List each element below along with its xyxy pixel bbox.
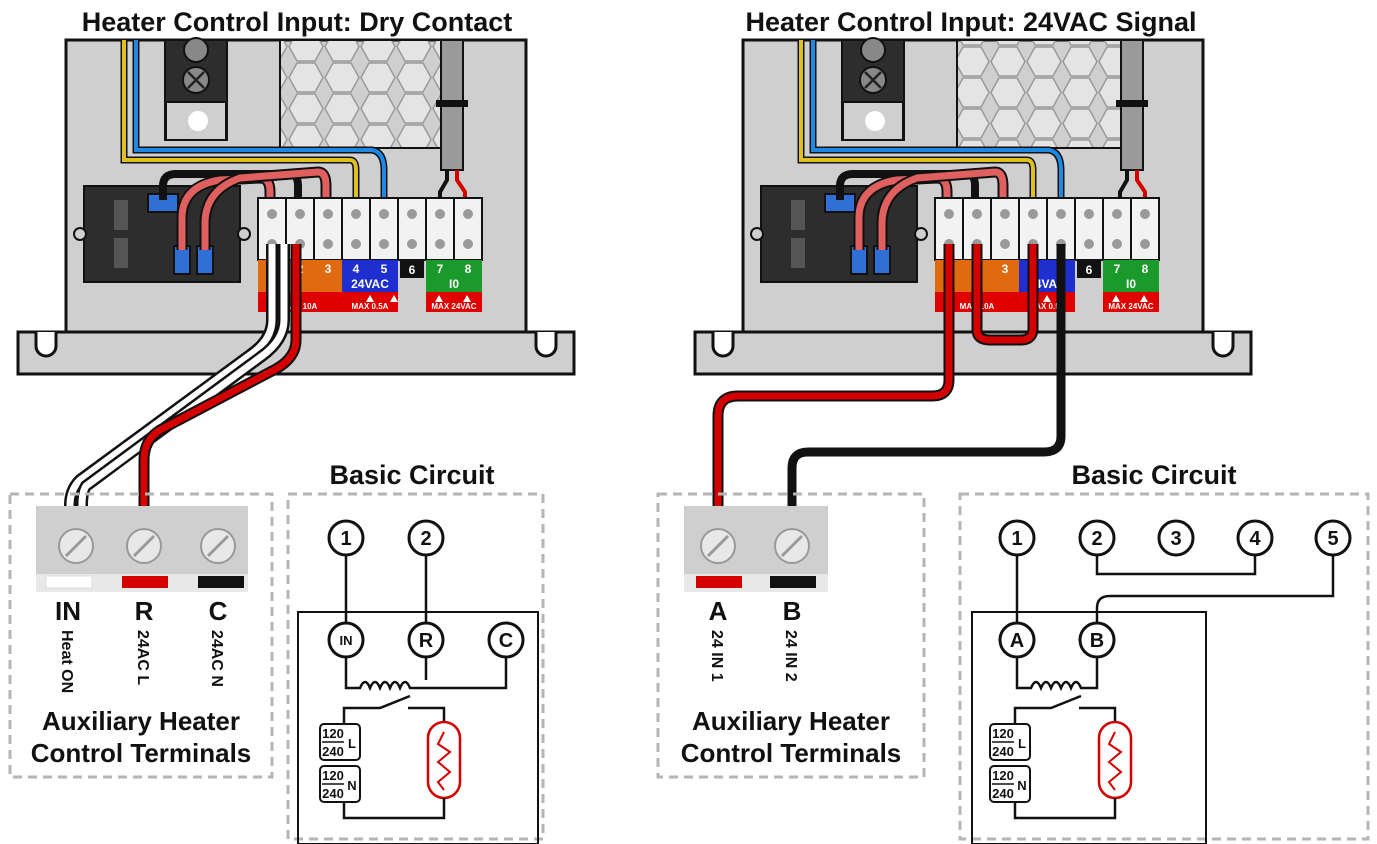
node-r-label: R (419, 630, 434, 652)
vent-grille (956, 39, 1128, 149)
right-heater-terminal-box: A B 24 IN 1 24 IN 2 Auxiliary Heater Con… (656, 492, 926, 779)
supply-n-den: 240 (992, 786, 1014, 801)
supply-n-tag: N (347, 778, 356, 793)
warn-max-05a: MAX 0.5A (352, 302, 389, 311)
supply-l-den: 240 (992, 744, 1014, 759)
node-b-label: B (1090, 630, 1104, 652)
left-panel: Heater Control Input: Dry Contact (8, 7, 576, 844)
group-io-label: I0 (1126, 277, 1136, 291)
node-a-label: A (1010, 630, 1024, 652)
terminal-a-label: A (709, 596, 728, 626)
basic-circuit-title: Basic Circuit (329, 460, 494, 490)
mount-slot-icon (34, 332, 58, 358)
terminal-8-label: 8 (1142, 262, 1149, 276)
right-controller-enclosure: 1 2 3 4 5 24VAC 6 7 8 I0 MAX 10A MAX 0.5… (693, 37, 1253, 516)
mount-slot-icon (711, 332, 735, 358)
caption-line2: Control Terminals (681, 738, 902, 768)
left-title: Heater Control Input: Dry Contact (82, 7, 513, 37)
left-basic-circuit: Basic Circuit 1 2 IN R C (286, 460, 545, 844)
terminal-in-sublabel: Heat ON (58, 630, 75, 693)
group-24vac-label: 24VAC (351, 277, 389, 291)
terminal-4-label: 4 (353, 262, 360, 276)
supply-n-num: 120 (992, 768, 1014, 783)
node-2-icon (407, 519, 445, 557)
terminal-r-label: R (135, 596, 154, 626)
supply-n-den: 240 (322, 786, 344, 801)
supply-l-tag: L (1018, 736, 1026, 751)
terminal-6-label: 6 (1086, 263, 1093, 277)
supply-l-num: 120 (322, 726, 344, 741)
supply-l-den: 240 (322, 744, 344, 759)
node-5-label: 5 (1327, 528, 1338, 550)
terminal-6-label: 6 (409, 263, 416, 277)
node-c-label: C (499, 630, 513, 652)
terminal-a-sublabel: 24 IN 1 (708, 630, 725, 682)
terminal-7-label: 7 (437, 262, 444, 276)
node-2-label: 2 (1091, 528, 1102, 550)
relay-switch-icon (1013, 694, 1082, 730)
warn-max-24vac: MAX 24VAC (1108, 302, 1153, 311)
node-1-icon (998, 519, 1036, 557)
relay-switch-icon (342, 694, 411, 730)
terminal-c-sublabel: 24AC N (208, 630, 225, 687)
left-controller-enclosure: 1 2 3 4 5 24VAC 6 7 8 I0 MAX 10A MAX 0.5… (16, 37, 576, 516)
terminal-c-label: C (209, 596, 228, 626)
mount-slot-icon (534, 332, 558, 358)
node-3-label: 3 (1170, 528, 1181, 550)
terminal-8-label: 8 (465, 262, 472, 276)
node-2-label: 2 (420, 528, 431, 550)
supply-n-num: 120 (322, 768, 344, 783)
warning-icon (366, 295, 471, 302)
terminal-in-label: IN (55, 596, 81, 626)
warn-max-05a: MAX 0.5A (1029, 302, 1066, 311)
group-io-label: I0 (449, 277, 459, 291)
terminal-7-label: 7 (1114, 262, 1121, 276)
node-3-icon (1157, 519, 1195, 557)
basic-circuit-title: Basic Circuit (1071, 460, 1236, 490)
left-heater-terminal-box: IN R C Heat ON 24AC L 24AC N Auxiliary H… (8, 492, 274, 779)
terminal-5-label: 5 (381, 262, 388, 276)
warn-max-24vac: MAX 24VAC (431, 302, 476, 311)
caption-line1: Auxiliary Heater (42, 706, 240, 736)
terminal-strip: 1 2 3 4 5 24VAC 6 7 8 I0 MAX 10A MAX 0.5… (934, 197, 1160, 312)
node-1-label: 1 (340, 528, 351, 550)
node-4-icon (1236, 519, 1274, 557)
caption-line2: Control Terminals (31, 738, 252, 768)
node-4-label: 4 (1249, 528, 1261, 550)
vent-grille (279, 39, 451, 149)
right-basic-circuit: Basic Circuit 1 2 3 4 5 A B (958, 460, 1370, 844)
supply-n-tag: N (1017, 778, 1026, 793)
mount-slot-icon (1211, 332, 1235, 358)
relay-coil-icon (1015, 657, 1099, 692)
node-1-icon (327, 519, 365, 557)
node-2-icon (1078, 519, 1116, 557)
node-in-label: IN (340, 633, 353, 648)
supply-l-num: 120 (992, 726, 1014, 741)
supply-l-tag: L (348, 736, 356, 751)
terminal-3-label: 3 (325, 262, 332, 276)
right-title: Heater Control Input: 24VAC Signal (745, 7, 1196, 37)
terminal-b-sublabel: 24 IN 2 (782, 630, 799, 682)
terminal-r-sublabel: 24AC L (134, 630, 151, 685)
relay-coil-icon (344, 657, 508, 692)
right-panel: Heater Control Input: 24VAC Signal (656, 7, 1370, 844)
node-5-icon (1314, 519, 1352, 557)
node-1-label: 1 (1011, 528, 1022, 550)
caption-line1: Auxiliary Heater (692, 706, 890, 736)
terminal-3-label: 3 (1002, 262, 1009, 276)
terminal-b-label: B (783, 596, 802, 626)
